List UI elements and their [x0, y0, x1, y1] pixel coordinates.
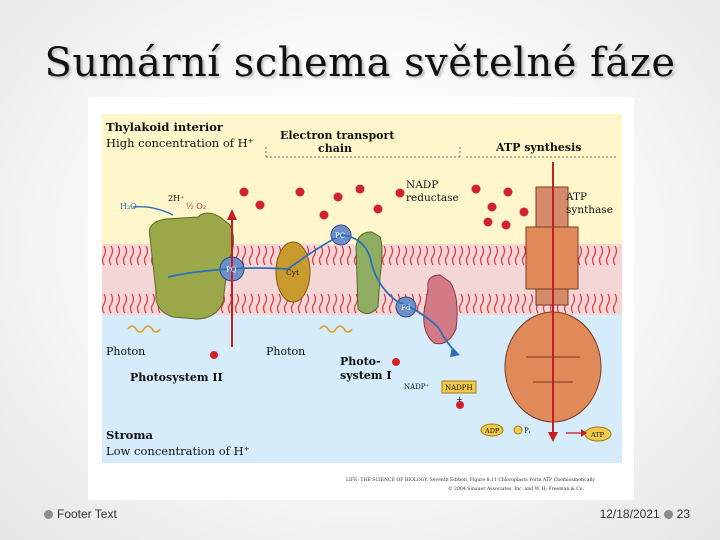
atp-synthase-complex [504, 162, 602, 442]
atp-label: ATP [565, 191, 587, 203]
h2o-label: H₂O [120, 202, 137, 211]
adp-label: ADP [484, 427, 500, 435]
photon-left-label: Photon [106, 345, 145, 358]
plus-label: + [456, 395, 463, 404]
slide-title: Sumární schema světelné fáze [44, 40, 676, 86]
pc-label: PC [335, 232, 345, 240]
photosystem-ii-complex [148, 212, 234, 320]
photosystem-i-complex [355, 231, 383, 314]
cyt-label: Cyt [286, 268, 299, 277]
stroma-label: Stroma [106, 428, 154, 442]
photon-arrow-right [319, 325, 353, 333]
interior-protons [239, 184, 529, 230]
footer-separator-icon [663, 509, 673, 519]
nadp-plus-label: NADP⁺ [404, 383, 430, 391]
synthase-label: synthase [566, 204, 613, 216]
slide-date: 12/18/2021 [599, 507, 660, 521]
photon-arrow-left [127, 325, 161, 333]
slide-number: 23 [676, 507, 690, 521]
cytochrome-complex [275, 241, 311, 303]
electron-transport-label: Electron transport [280, 129, 395, 142]
credit-line-1: LIFE: THE SCIENCE OF BIOLOGY, Seventh Ed… [346, 477, 595, 483]
electron-path [167, 234, 457, 353]
reductase-label: reductase [406, 192, 459, 204]
photo-label: Photo- [340, 355, 381, 368]
adp-oval [480, 423, 504, 437]
low-concentration-label: Low concentration of H⁺ [106, 444, 250, 458]
light-reactions-diagram: Thylakoid interior High concentration of… [88, 97, 634, 500]
footer-bullet-icon [44, 509, 53, 519]
photosystem-ii-label: Photosystem II [130, 371, 223, 384]
nadp-label: NADP [406, 179, 438, 191]
thylakoid-interior-label: Thylakoid interior [106, 120, 224, 134]
fd-label: Fd [401, 304, 411, 312]
atp-small-label: ATP [590, 431, 605, 439]
atp-synthesis-label: ATP synthesis [495, 141, 581, 154]
nadph-box [441, 380, 477, 394]
fd-carrier [395, 296, 417, 318]
chain-label: chain [318, 142, 352, 155]
pi-label: Pᵢ [524, 427, 531, 435]
footer-text: Footer Text [57, 507, 117, 521]
footer-right: 12/18/2021 23 [600, 507, 690, 521]
pi-dot [513, 425, 523, 435]
footer-left: Footer Text [44, 507, 117, 521]
credit-line-2: © 2004 Sinauer Associates, Inc. and W. H… [448, 485, 584, 492]
nadp-reductase-complex [423, 274, 458, 345]
two-h-label: 2H⁺ [168, 194, 184, 203]
photon-right-label: Photon [266, 345, 305, 358]
system-i-label: system I [340, 369, 391, 382]
high-concentration-label: High concentration of H⁺ [106, 136, 254, 150]
pq-label: PQ [226, 266, 237, 274]
nadph-label: NADPH [445, 384, 473, 392]
half-o2-label: ½ O₂ [186, 202, 206, 211]
